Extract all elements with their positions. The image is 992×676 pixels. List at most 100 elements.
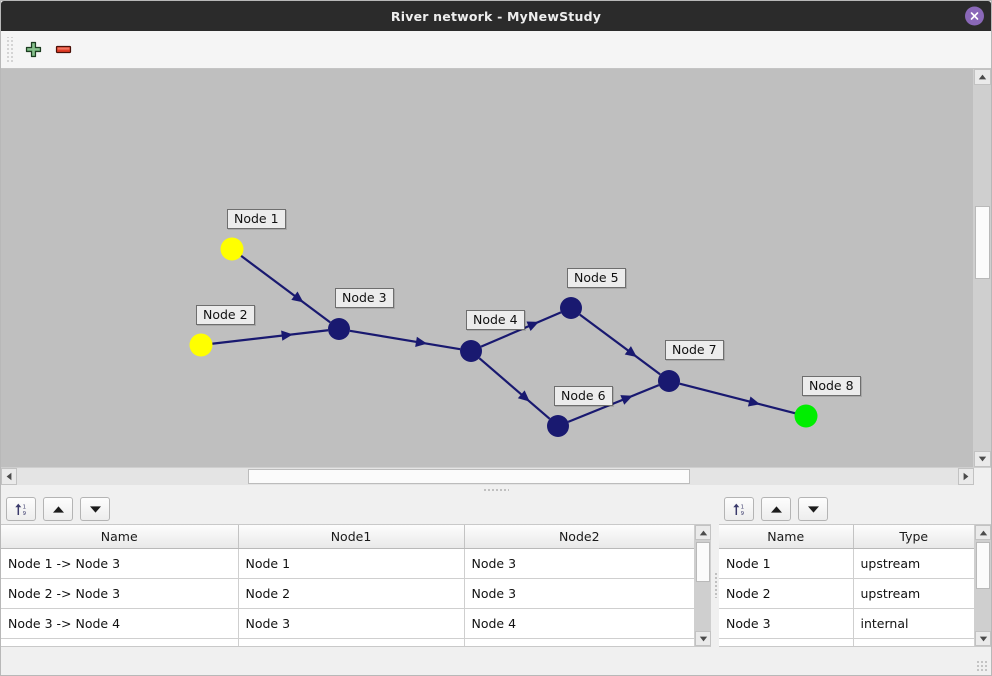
close-button[interactable] — [965, 6, 984, 26]
table-cell[interactable]: Node 3 — [464, 578, 694, 609]
graph-edge[interactable] — [679, 382, 796, 415]
table-cell[interactable]: Node 2 — [238, 578, 465, 609]
graph-node-label[interactable]: Node 3 — [335, 288, 394, 309]
column-header[interactable]: Node1 — [238, 525, 465, 549]
vertical-splitter[interactable] — [711, 494, 719, 675]
table-cell[interactable]: Node 4 — [719, 638, 854, 646]
remove-node-button[interactable] — [48, 36, 78, 64]
nodes-move-down-button[interactable] — [798, 497, 828, 521]
table-cell[interactable]: Node 4 -> Node 5 — [1, 638, 239, 646]
graph-edge[interactable] — [478, 357, 551, 420]
graph-node[interactable] — [220, 237, 244, 261]
window-title: River network - MyNewStudy — [390, 8, 602, 24]
reaches-vertical-scrollbar[interactable] — [694, 525, 711, 646]
table-cell[interactable]: internal — [853, 638, 974, 646]
graph-node[interactable] — [189, 333, 213, 357]
table-cell[interactable]: Node 2 — [719, 578, 854, 609]
table-cell[interactable]: Node 1 — [719, 548, 854, 579]
arrow-down-icon — [807, 505, 820, 514]
table-cell[interactable]: Node 4 — [464, 608, 694, 639]
reaches-move-up-button[interactable] — [43, 497, 73, 521]
table-cell[interactable]: Node 3 — [238, 608, 465, 639]
scroll-up-button[interactable] — [974, 69, 991, 85]
canvas-vscroll-thumb[interactable] — [975, 205, 990, 279]
table-cell[interactable]: Node 3 — [719, 608, 854, 639]
graph-edge[interactable] — [579, 313, 661, 376]
graph-node-label[interactable]: Node 2 — [196, 305, 255, 326]
window-resize-grip[interactable] — [976, 660, 988, 672]
scroll-right-button[interactable] — [958, 468, 974, 485]
reaches-vscroll-track[interactable] — [695, 540, 711, 631]
reaches-scroll-up-button[interactable] — [695, 525, 711, 540]
graph-node-label[interactable]: Node 8 — [802, 376, 861, 397]
arrow-down-icon — [89, 505, 102, 514]
table-cell[interactable]: Node 1 -> Node 3 — [1, 548, 239, 579]
reaches-scroll-down-button[interactable] — [695, 631, 711, 646]
table-cell[interactable]: upstream — [853, 578, 974, 609]
canvas-horizontal-scrollbar[interactable] — [1, 467, 991, 485]
title-bar: River network - MyNewStudy — [1, 1, 991, 31]
graph-edge-arrow — [281, 330, 293, 341]
table-cell[interactable]: upstream — [853, 548, 974, 579]
nodes-scroll-up-button[interactable] — [975, 525, 991, 540]
canvas-hscroll-thumb[interactable] — [247, 469, 690, 484]
table-cell[interactable]: Node 1 — [238, 548, 465, 579]
column-header[interactable]: Node2 — [464, 525, 694, 549]
column-header[interactable]: Name — [1, 525, 239, 549]
table-cell[interactable]: Node 2 -> Node 3 — [1, 578, 239, 609]
graph-node-label[interactable]: Node 6 — [554, 386, 613, 407]
nodes-vscroll-thumb[interactable] — [976, 541, 990, 590]
table-cell[interactable]: Node 3 — [464, 548, 694, 579]
graph-edge[interactable] — [211, 329, 329, 345]
nodes-move-up-button[interactable] — [761, 497, 791, 521]
nodes-vertical-scrollbar[interactable] — [974, 525, 991, 646]
reaches-sort-button[interactable]: 1 9 — [6, 497, 36, 521]
graph-edge[interactable] — [567, 384, 660, 423]
canvas-vertical-scrollbar[interactable] — [973, 69, 991, 467]
column-header[interactable]: Type — [853, 525, 974, 549]
graph-edge-arrow — [620, 395, 633, 405]
graph-edge-arrow — [291, 291, 304, 303]
graph-node[interactable] — [547, 415, 569, 437]
canvas-hscroll-track[interactable] — [17, 468, 958, 485]
reaches-vscroll-thumb[interactable] — [696, 541, 710, 582]
graph-node-label[interactable]: Node 5 — [567, 268, 626, 289]
reaches-move-down-button[interactable] — [80, 497, 110, 521]
table-cell[interactable]: Node 4 — [238, 638, 465, 646]
nodes-vscroll-track[interactable] — [975, 540, 991, 631]
graph-node[interactable] — [460, 340, 482, 362]
table-cell[interactable]: Node 5 — [464, 638, 694, 646]
table-cell[interactable]: Node 3 -> Node 4 — [1, 608, 239, 639]
canvas-vscroll-track[interactable] — [974, 85, 991, 451]
river-network-graph[interactable]: Node 1 Node 2 Node 3 Node 4 Node 5 Node 6 Node… — [1, 69, 973, 467]
nodes-scroll-down-button[interactable] — [975, 631, 991, 646]
column-header[interactable]: Name — [719, 525, 854, 549]
table-row[interactable]: Node 4internal — [719, 638, 974, 646]
graph-edge[interactable] — [349, 329, 461, 351]
nodes-pane: 1 9 — [719, 494, 991, 675]
scroll-left-button[interactable] — [1, 468, 17, 485]
graph-node-label[interactable]: Node 1 — [227, 209, 286, 230]
graph-node-label[interactable]: Node 4 — [466, 310, 525, 331]
table-cell[interactable]: internal — [853, 608, 974, 639]
nodes-sort-button[interactable]: 1 9 — [724, 497, 754, 521]
horizontal-splitter[interactable] — [1, 485, 991, 494]
add-node-button[interactable] — [18, 36, 48, 64]
graph-node[interactable] — [560, 297, 582, 319]
scroll-down-button[interactable] — [974, 451, 991, 467]
toolbar-drag-handle[interactable] — [5, 36, 14, 63]
graph-node[interactable] — [658, 370, 680, 392]
graph-node[interactable] — [794, 404, 818, 428]
graph-node-label[interactable]: Node 7 — [665, 340, 724, 361]
graph-edge[interactable] — [240, 254, 331, 324]
graph-node[interactable] — [328, 318, 350, 340]
